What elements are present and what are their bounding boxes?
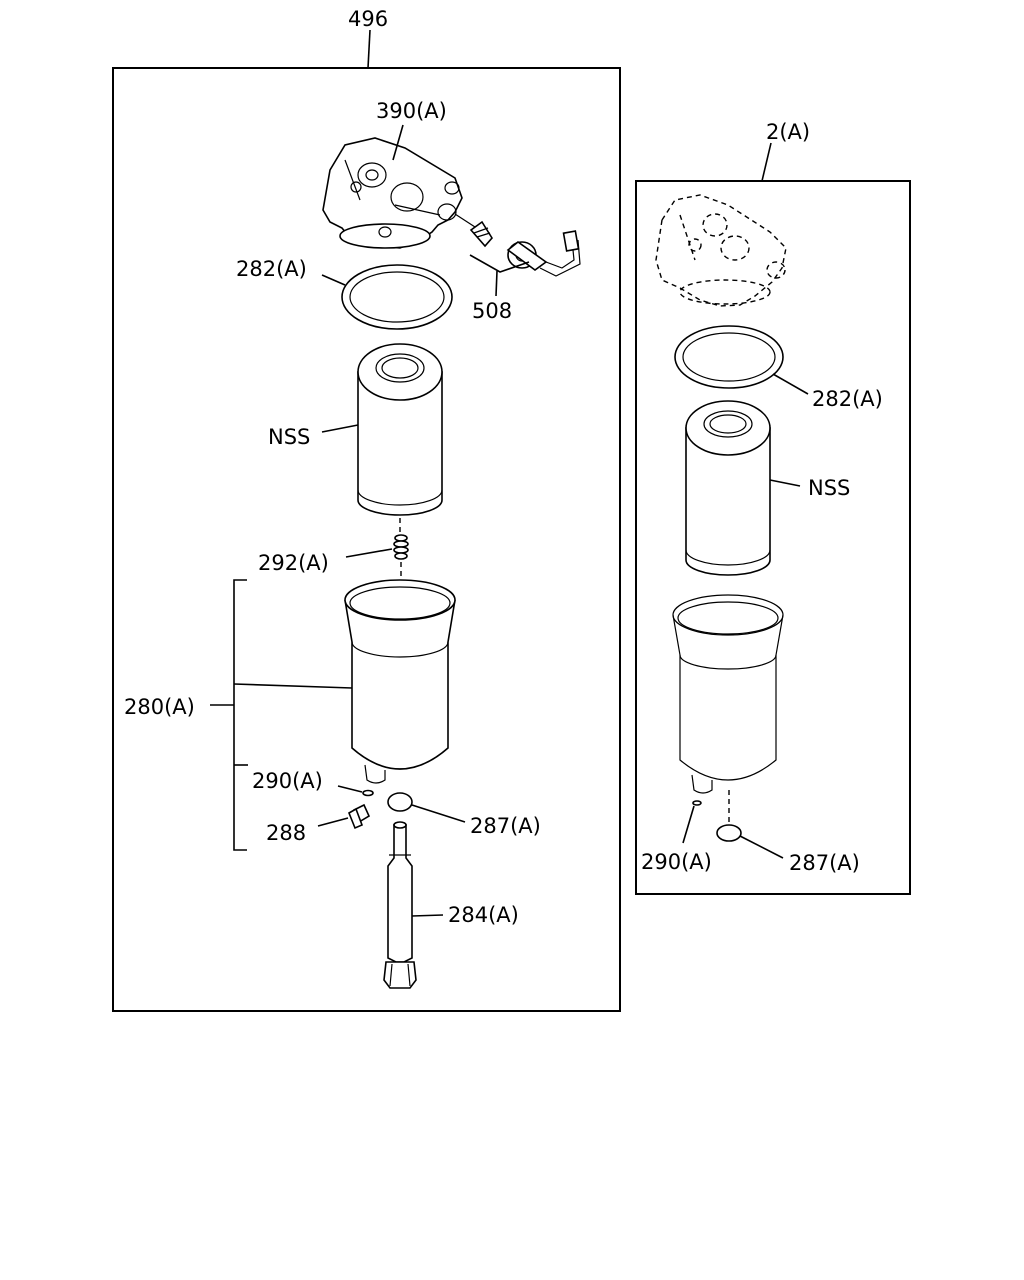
filter-element [357,343,443,516]
label-287a-right: 287(A) [789,851,860,875]
label-nss-right: NSS [808,476,850,500]
water-sensor [469,220,581,277]
label-292a: 292(A) [258,551,329,575]
spring [393,534,409,560]
left-assembly-frame [112,67,621,1012]
assembly-label-496: 496 [348,7,388,31]
right-assembly: 2(A) 282(A) NSS [635,120,911,895]
label-284a: 284(A) [448,903,519,927]
label-508: 508 [472,299,512,323]
label-287a-left: 287(A) [470,814,541,838]
label-390a: 390(A) [376,99,447,123]
center-bolt [383,821,417,989]
label-nss-left: NSS [268,425,310,449]
o-ring-282 [341,264,453,330]
label-282a-right: 282(A) [812,387,883,411]
filter-head [322,137,476,249]
filter-bowl [344,579,456,784]
filter-element-right [685,400,771,576]
drain-plug [347,803,371,830]
left-assembly: 496 390(A) [112,7,621,1012]
label-290a-right: 290(A) [641,850,712,874]
small-o-ring-right [692,800,702,806]
o-ring-282-right [674,325,784,389]
label-288: 288 [266,821,306,845]
small-o-ring-left [362,789,374,797]
label-290a-left: 290(A) [252,769,323,793]
washer-right [716,824,742,842]
filter-bowl-right [672,594,784,794]
washer-left [387,792,413,812]
right-assembly-frame [635,180,911,895]
label-282a-left: 282(A) [236,257,307,281]
assembly-label-2a: 2(A) [766,120,810,144]
label-280a: 280(A) [124,695,195,719]
filter-head-right [655,194,787,307]
